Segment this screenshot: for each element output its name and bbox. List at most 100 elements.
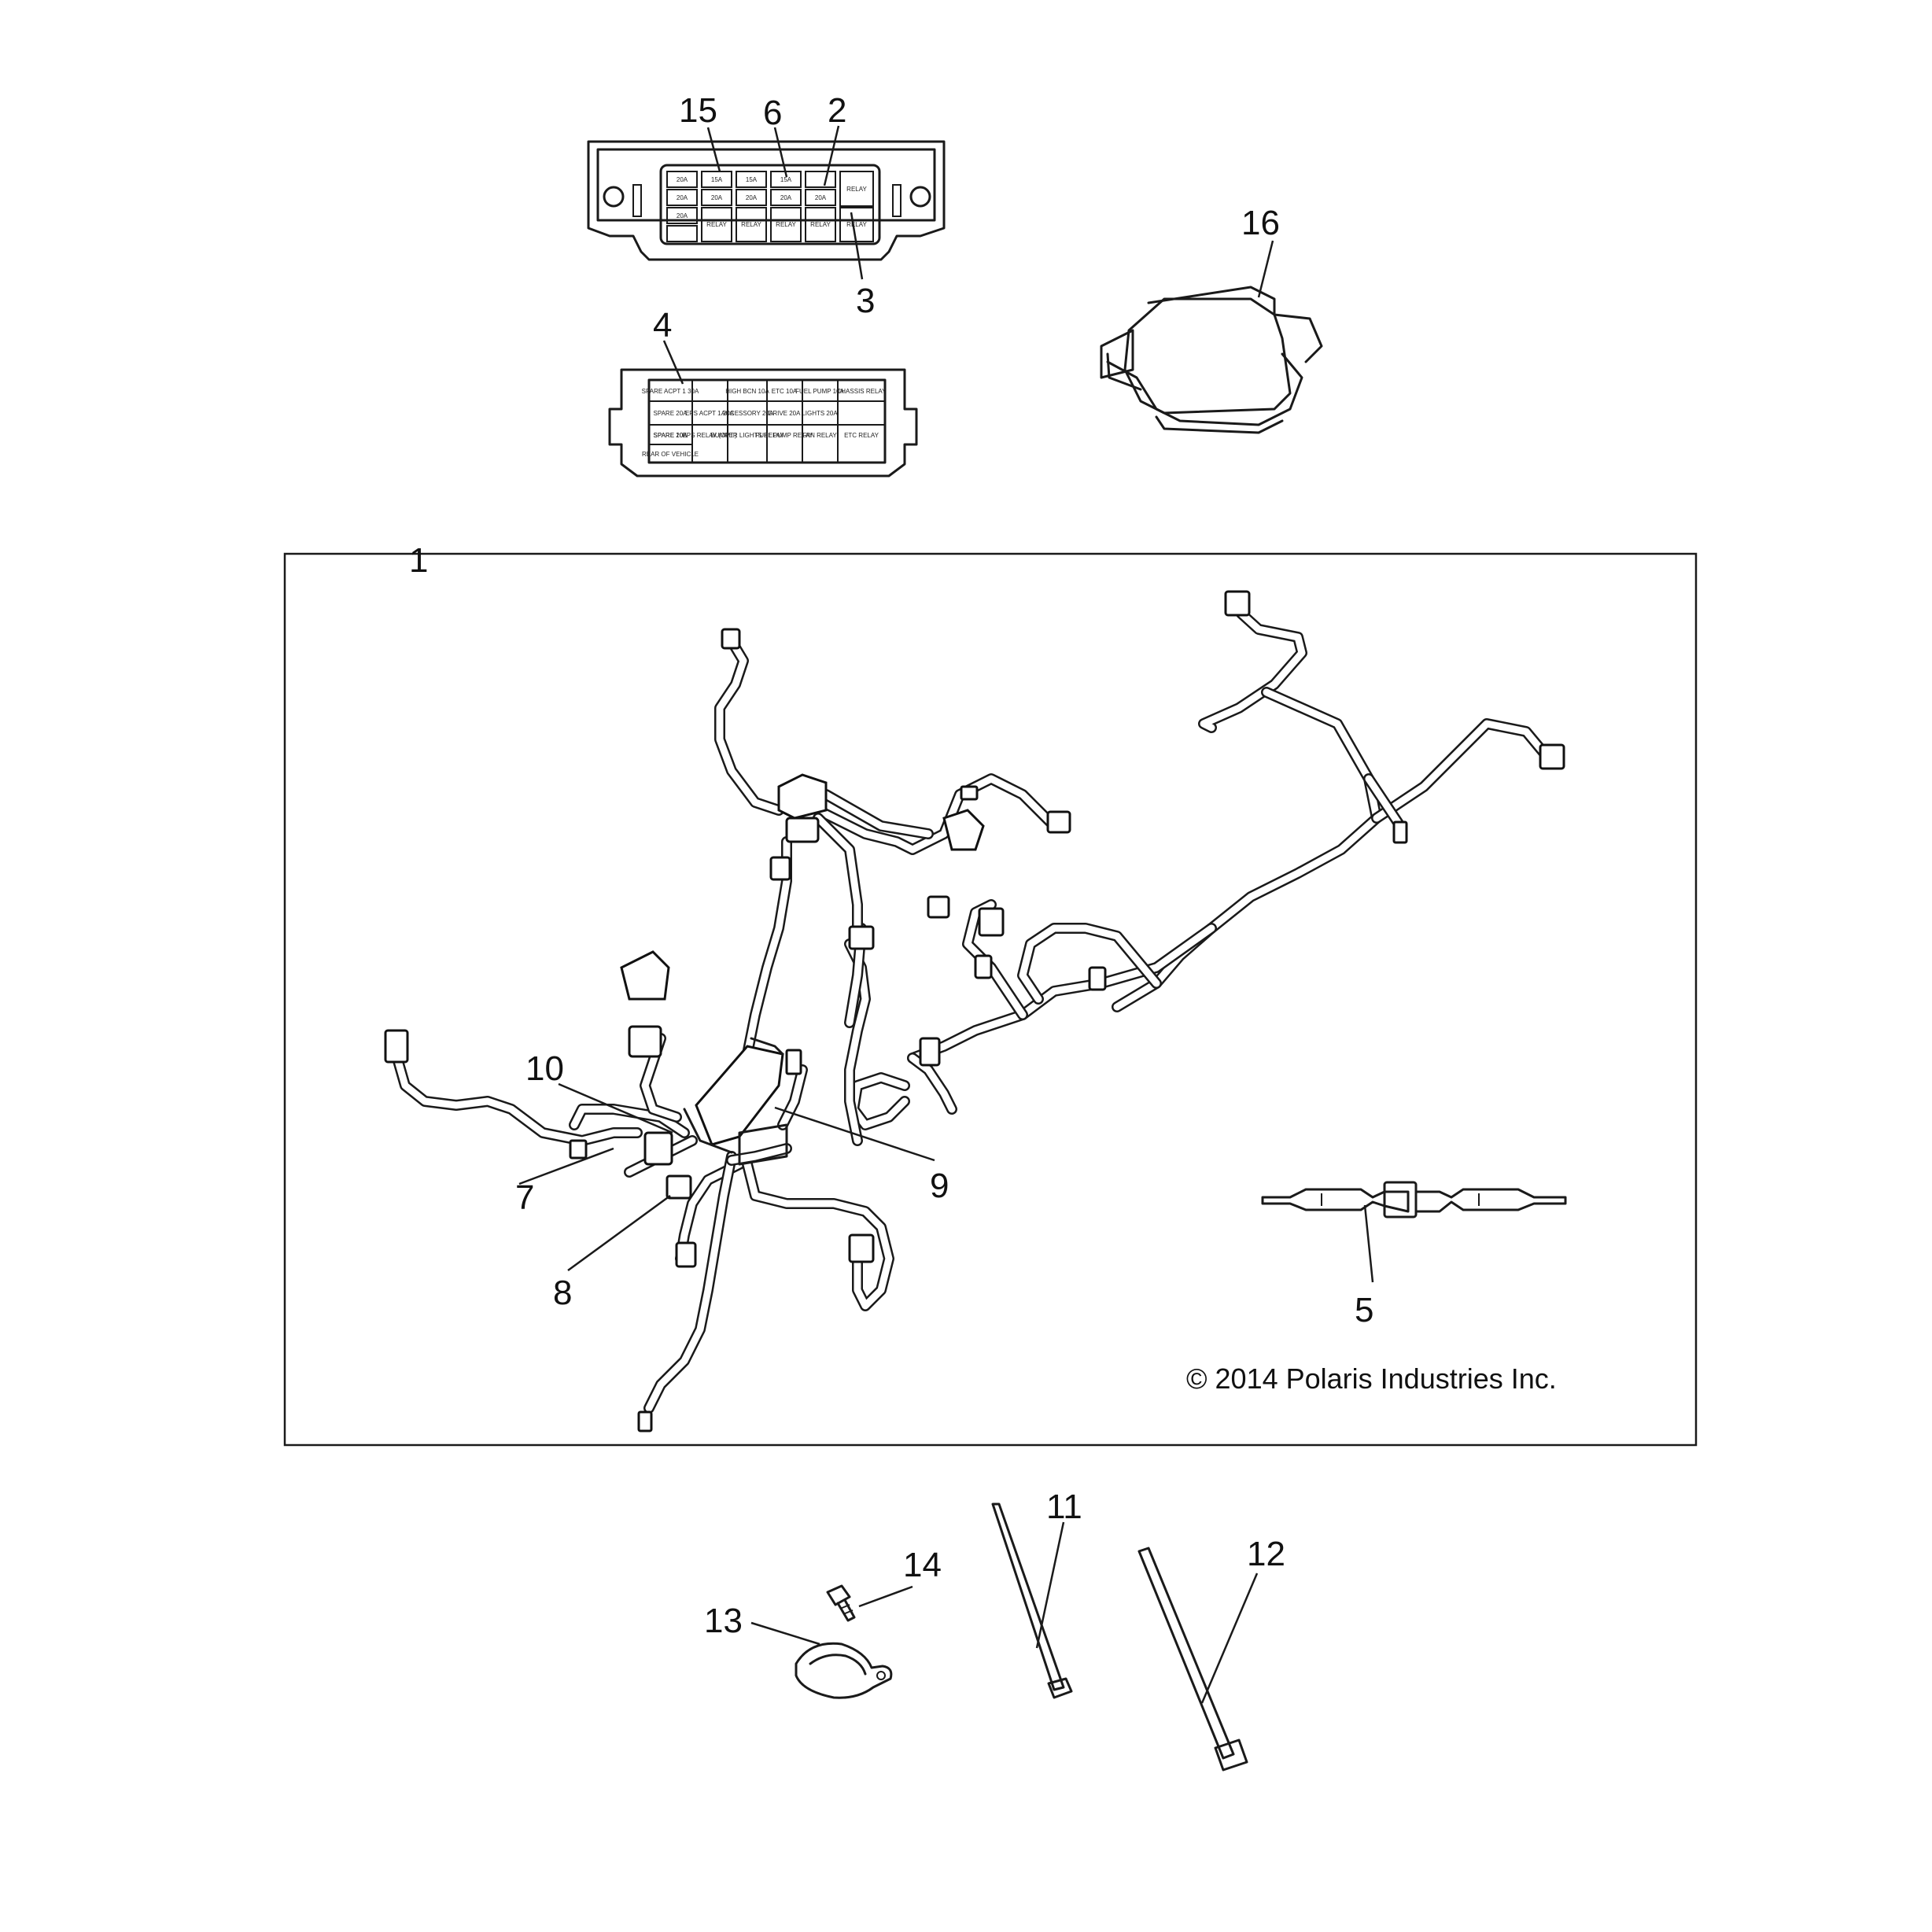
connector [927,895,950,919]
fuse-cover-label: LIGHTS 20A [802,410,838,417]
harness-wire-core [1365,775,1404,830]
fuse-slot-label: 20A [677,176,688,183]
harness-wire-core [645,1152,736,1412]
fuse-block: 20A 15A 15A 15A RELAY 20A 20A 20A 20A 20A 20A RELAY… [587,140,946,261]
callout-14: 14 [903,1546,942,1584]
fuse-slot-label: RELAY [706,221,727,228]
harness-wire-core [570,1105,688,1137]
harness-module [695,1045,784,1146]
callout-labels: 1 2 3 4 5 6 7 8 9 10 11 12 13 14 15 16 [409,91,1373,1640]
callout-8: 8 [553,1274,572,1312]
connector [919,1037,941,1067]
fuse-box-cover [1100,286,1323,434]
connector [1392,820,1408,844]
main-harness-frame [283,552,1698,1447]
fuse-cover-label: DRIVE 20A [769,410,802,417]
fuse-cover-label: FAN RELAY [802,432,837,439]
main-wire-harness [384,590,1565,1432]
fuse-cover-label: ETC RELAY [844,432,879,439]
connector [769,856,791,881]
callout-5: 5 [1355,1291,1373,1329]
harness-wire-core [1113,688,1381,1011]
fuse-slot-label: RELAY [776,221,796,228]
fuse-cover-label: SPARE 10A [654,432,688,439]
connector [785,817,820,843]
callout-1: 1 [409,541,428,580]
connector [785,1049,802,1075]
connector [666,1174,692,1200]
fuse-slot-label: 15A [746,176,758,183]
harness-wire-core [1373,720,1550,822]
fuse-slot-label: 15A [780,176,792,183]
callout-3: 3 [856,282,875,320]
harness-wire-core [716,637,783,814]
inline-fuse-holder [1261,1181,1567,1219]
connector [960,785,979,801]
fuse-slot-label: 20A [677,194,688,201]
callout-15: 15 [679,91,717,130]
harness-wire-core [1019,924,1160,1003]
callout-7: 7 [515,1178,534,1217]
push-pin-tie [991,1502,1073,1699]
fuse-cover-label: ETC 10A [772,388,798,395]
cable-tie [1137,1547,1248,1772]
callout-16: 16 [1241,204,1280,242]
fuse-slots [666,171,874,242]
connector [569,1139,588,1160]
harness-wire-core [814,814,861,932]
connector-cluster [777,773,828,820]
fuse-slot-label: 20A [815,194,827,201]
callout-13: 13 [704,1602,743,1640]
callout-9: 9 [930,1167,949,1205]
callout-4: 4 [653,306,672,345]
harness-wire-core [909,924,1215,1062]
fuse-slot-label: RELAY [846,186,867,193]
callout-12: 12 [1247,1535,1285,1573]
fuse-slot-label: 20A [746,194,758,201]
connector-cluster [942,809,985,851]
fuse-cover-label: HIGH BCN 10A [725,388,769,395]
fuse-cover-footer: REAR OF VEHICLE [642,451,699,458]
fuse-cover-label: CHASSIS RELAY [837,388,887,395]
fuse-slot-label: 20A [677,212,688,219]
fuse-cover-label: BUMPER LIGHTS RELAY [710,432,784,439]
fuse-slot-label: 15A [711,176,723,183]
copyright-notice: © 2014 Polaris Industries Inc. [1186,1362,1557,1395]
fuse-cover-label: ACCESSORY 20A [721,410,774,417]
connector [628,1025,662,1058]
harness-wire-core [814,775,1058,854]
harness-wire-core [743,1160,893,1310]
fuse-cover-label: SPARE 20A [654,410,688,417]
callout-2: 2 [828,91,846,130]
connector [721,628,741,650]
fuse-cover-label: SPARE 20A [654,432,688,439]
harness-wire-core [822,791,932,838]
harness-wire-core [393,1054,641,1145]
fuse-cover-label: FUEL PUMP 10A [795,388,844,395]
leader-lines [518,125,1374,1704]
connector [974,954,993,979]
fuse-slot-label: 20A [711,194,723,201]
connector [1539,743,1565,770]
callout-11: 11 [1046,1488,1082,1526]
connector [1046,810,1071,834]
harness-wire [714,636,784,816]
connector [637,1410,653,1432]
connector [643,1131,673,1166]
connector [1224,590,1251,617]
harness-wire-core [779,1066,806,1129]
fuse-slot-label: RELAY [810,221,831,228]
callout-10: 10 [525,1049,564,1088]
fuse-slot-label: RELAY [741,221,761,228]
fuse-cover-label: EPS RELAY (OPT.) [682,432,736,439]
harness-wire-core [1200,610,1306,732]
fuse-slot-label: 20A [780,194,792,201]
connector [675,1241,697,1268]
callout-6: 6 [763,94,782,132]
fuse-cover-label: FUEL PUMP RELAY [755,432,813,439]
connector [978,907,1005,937]
connector [848,925,875,950]
fuse-cover-label: SPARE ACPT 1 30A [642,388,699,395]
